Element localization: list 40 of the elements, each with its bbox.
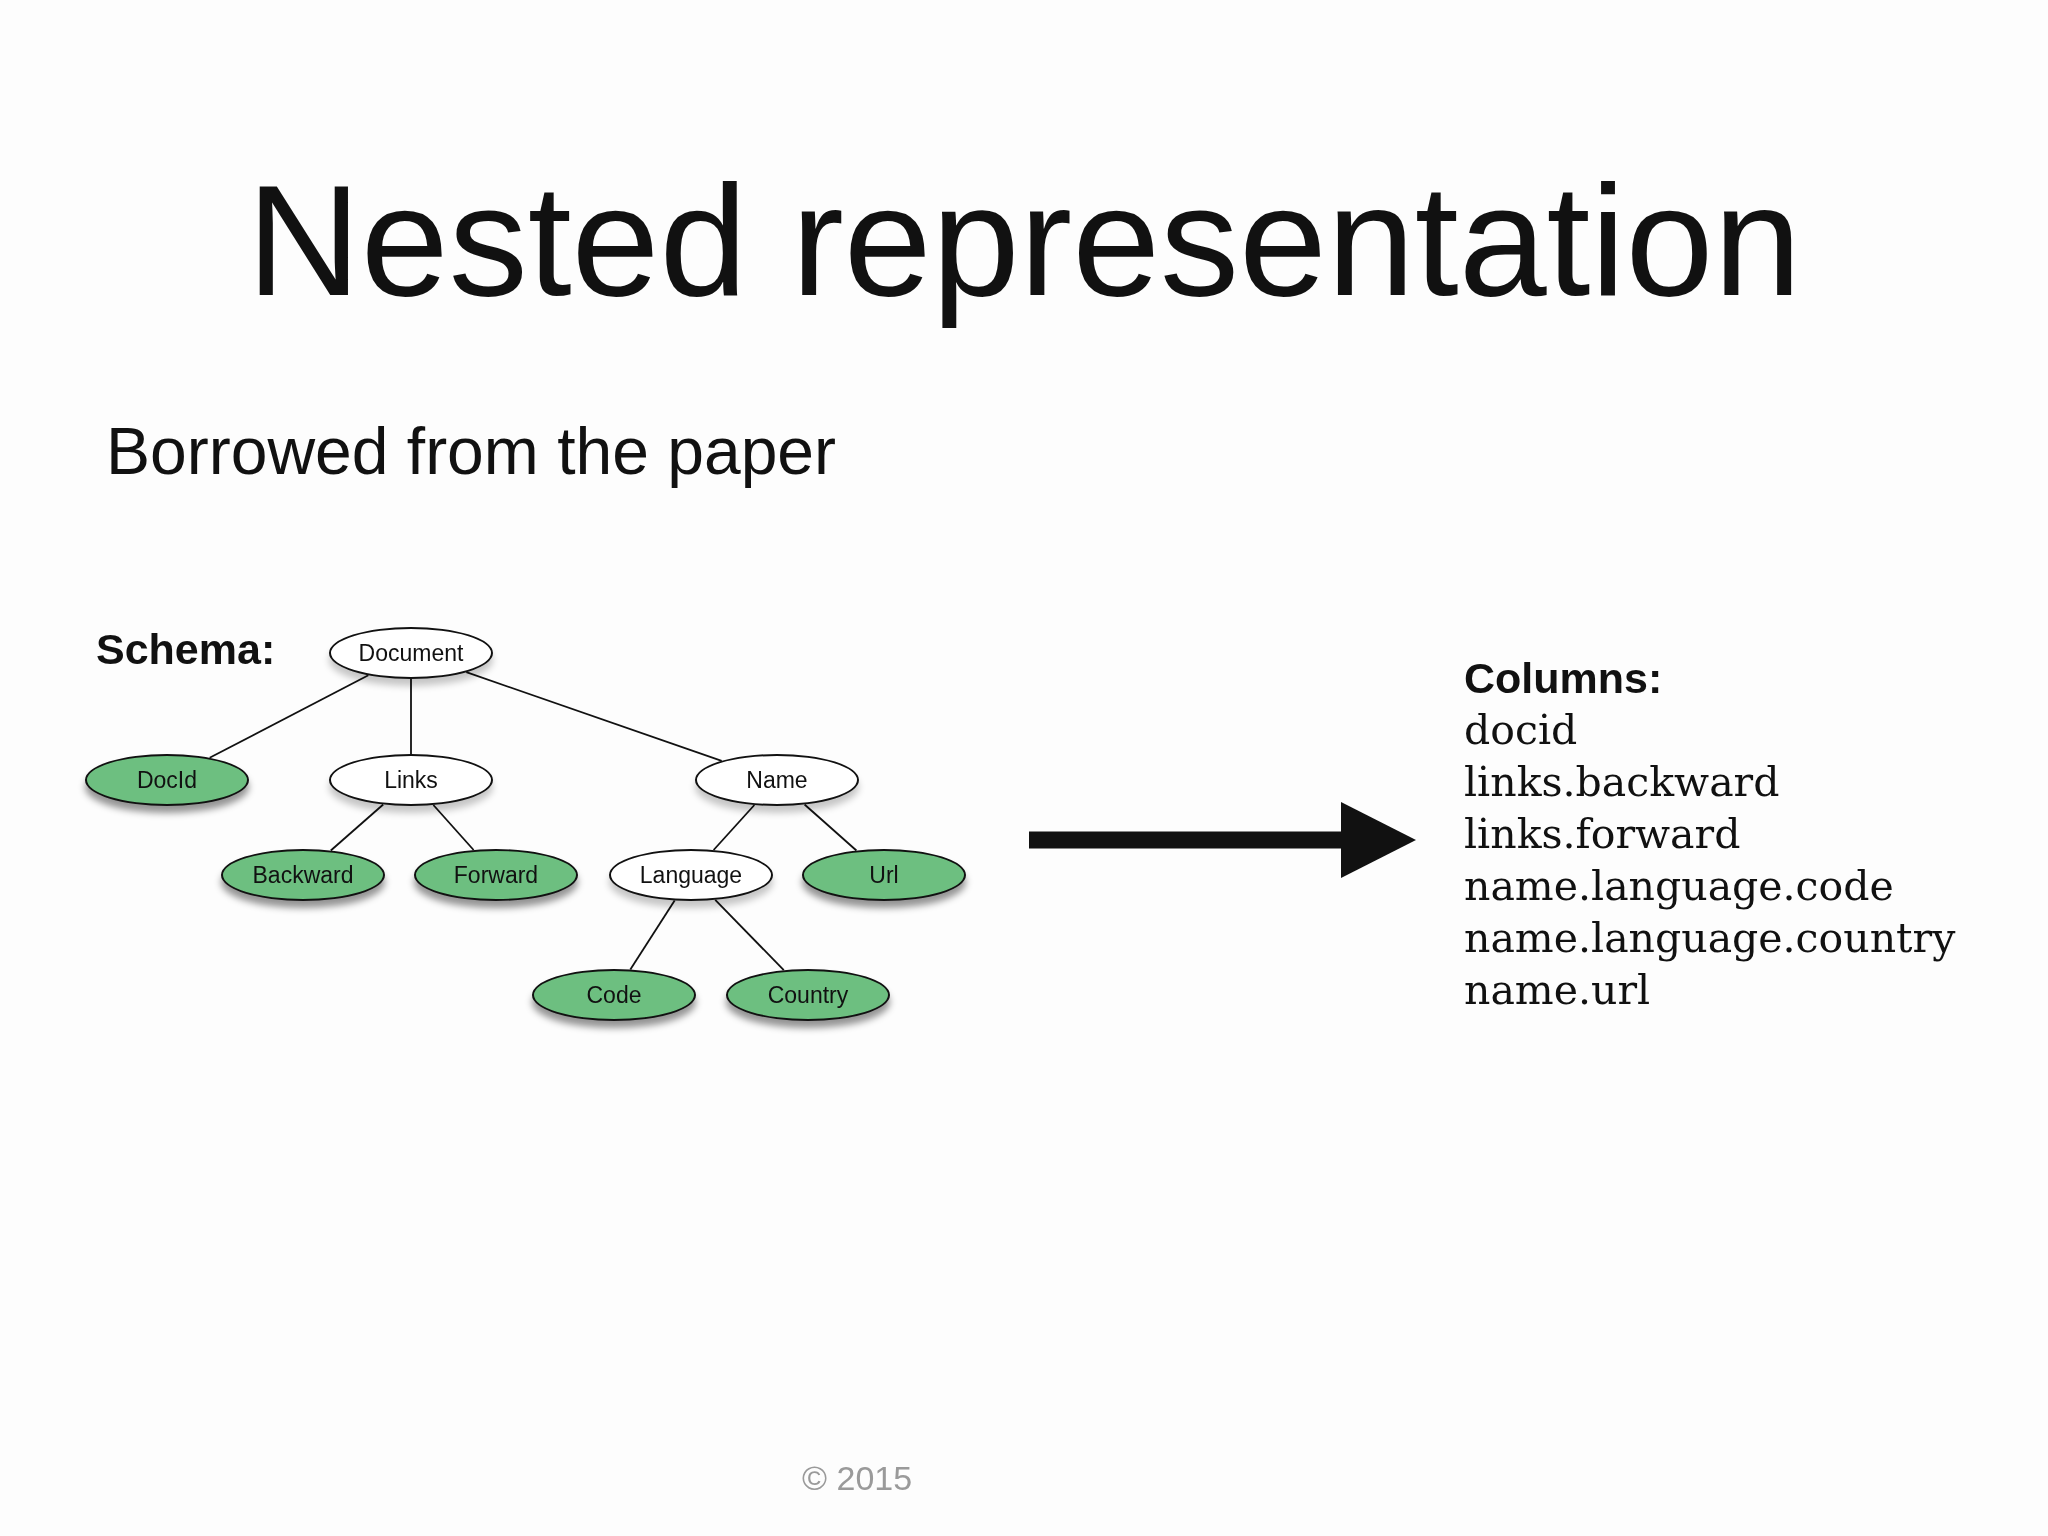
arrow [1029,802,1416,878]
schema-node [221,849,385,901]
copyright-text: © 2015 [802,1458,913,1498]
column-name: links.forward [1464,809,1741,860]
tree-line [629,899,676,971]
schema-node [726,969,890,1021]
column-name: docid [1464,705,1578,756]
schema-heading: Schema: [96,624,276,675]
slide-title: Nested representation [246,151,1802,330]
schema-node [329,754,493,806]
schema-node [609,849,773,901]
node-label: Links [384,766,438,794]
schema-node [329,627,493,679]
tree-line [410,678,412,755]
columns-heading: Columns: [1464,653,1663,704]
node-label: Backward [252,861,354,889]
column-name: name.language.code [1464,861,1894,912]
tree-line [432,804,475,851]
node-label: Country [767,981,849,1009]
node-label: Language [639,861,743,889]
subtitle: Borrowed from the paper [106,414,837,490]
node-label: Forward [453,861,539,889]
schema-node [85,754,249,806]
schema-node [695,754,859,806]
tree-line [714,898,785,972]
node-label: Code [586,981,642,1009]
node-label: Url [869,861,899,889]
node-label: Name [746,766,808,794]
tree-line [329,803,385,852]
schema-node [532,969,696,1021]
tree-line [803,803,858,852]
column-name: name.language.country [1464,913,1956,964]
schema-node [802,849,966,901]
schema-node [414,849,578,901]
column-name: links.backward [1464,757,1780,808]
tree-line [465,671,723,762]
node-label: Document [358,639,464,667]
tree-line [712,804,756,851]
column-name: name.url [1464,965,1651,1016]
node-label: DocId [136,766,198,794]
